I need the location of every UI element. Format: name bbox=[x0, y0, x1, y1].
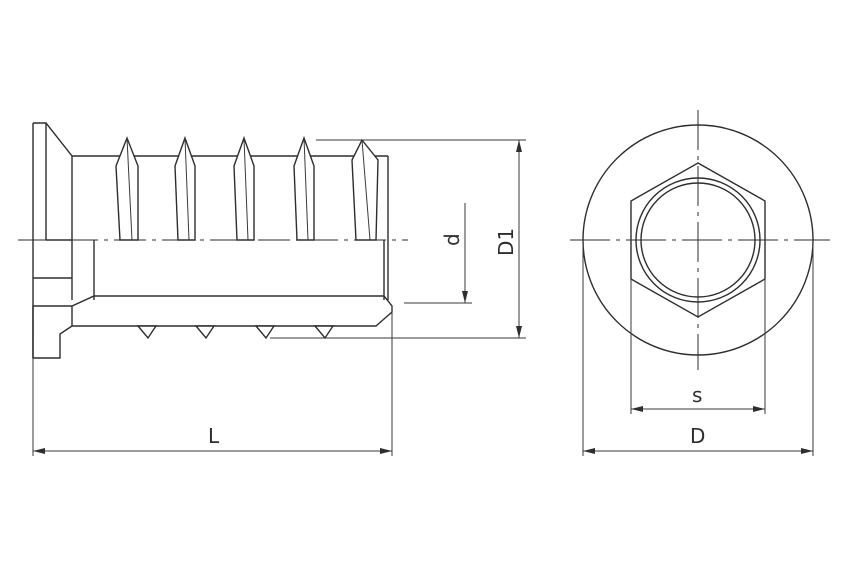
hatched-section bbox=[32, 295, 393, 359]
D-label: D bbox=[690, 424, 705, 448]
d-label: d bbox=[440, 233, 464, 246]
D1-label: D1 bbox=[494, 228, 518, 256]
thread-teeth-lower bbox=[136, 325, 335, 340]
s-label: s bbox=[692, 383, 702, 407]
thread-blades-upper bbox=[115, 135, 379, 241]
side-view bbox=[18, 122, 408, 359]
body-outline bbox=[46, 155, 389, 300]
dimensions-side: L d D1 bbox=[32, 139, 526, 456]
dimensions-front: s D bbox=[582, 240, 814, 456]
front-view bbox=[570, 110, 830, 370]
L-label: L bbox=[208, 424, 220, 448]
